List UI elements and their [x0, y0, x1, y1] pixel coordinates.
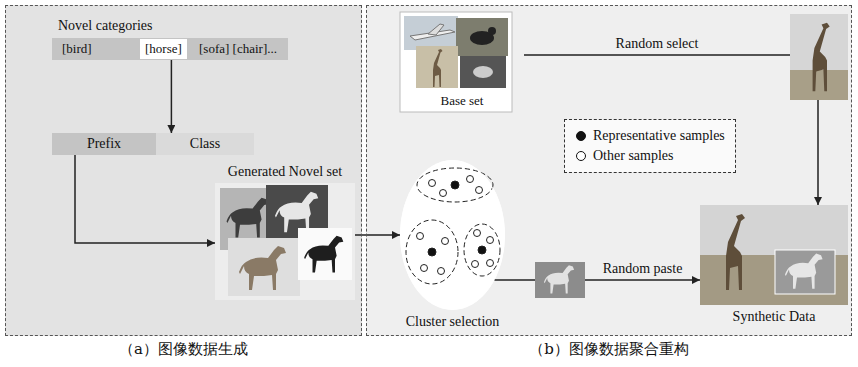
class-box: Class [156, 133, 254, 155]
cluster-outline-shape [401, 161, 505, 310]
sample-clusters [406, 168, 500, 284]
legend-dot [577, 132, 586, 141]
edge-label: Random select [616, 35, 699, 52]
edge-label: Random paste [603, 260, 683, 277]
legend-dot [577, 152, 586, 161]
arrow-connector [495, 279, 701, 281]
image-set: Synthetic Data [700, 205, 848, 305]
cluster-ellipse: Cluster selection [400, 160, 505, 310]
legend-text: Representative samples [593, 126, 725, 146]
random-giraffe-image [790, 14, 848, 100]
cluster-label: Cluster selection [406, 313, 500, 330]
arrow-connector [171, 59, 173, 133]
image-set: Generated Novel set [215, 183, 355, 300]
selected-horse-image [535, 262, 585, 298]
panel-ground [5, 5, 362, 336]
legend-marker [575, 150, 587, 162]
panel: （a）图像数据生成Novel categories[bird][sofa] [c… [5, 5, 362, 336]
cluster-outline [400, 160, 505, 310]
panel-ground [366, 5, 852, 336]
category-label: [sofa] [chair]... [199, 38, 277, 60]
box-label: Prefix [52, 133, 156, 155]
legend-box: Representative samplesOther samples [565, 120, 735, 172]
legend-row: Representative samples [575, 126, 725, 146]
legend-row: Other samples [575, 146, 725, 166]
caption: （a）图像数据生成 [5, 340, 362, 358]
category-label: [horse] [145, 39, 182, 59]
caption: （b）图像数据聚合重构 [366, 340, 852, 358]
set-heading: Generated Novel set [228, 163, 342, 180]
arrow-connector [355, 234, 400, 236]
synthetic-image [700, 205, 848, 305]
category-tag: [horse] [140, 39, 187, 59]
category-band: Novel categories[bird][sofa] [chair]...[… [52, 38, 288, 60]
arrow-connector [75, 155, 215, 243]
set-label: Synthetic Data [733, 308, 816, 325]
cluster-ground [400, 160, 505, 310]
legend-marker [575, 130, 587, 142]
band-heading: Novel categories [58, 17, 152, 34]
prefix-box: Prefix [52, 133, 156, 155]
set-label: Base set [400, 92, 524, 109]
arrow-connector [524, 55, 818, 205]
generated-horse-collage [215, 183, 355, 300]
image-set: Base set [400, 12, 524, 112]
category-label: [bird] [62, 38, 92, 60]
box-label: Class [156, 133, 254, 155]
legend-text: Other samples [593, 146, 673, 166]
